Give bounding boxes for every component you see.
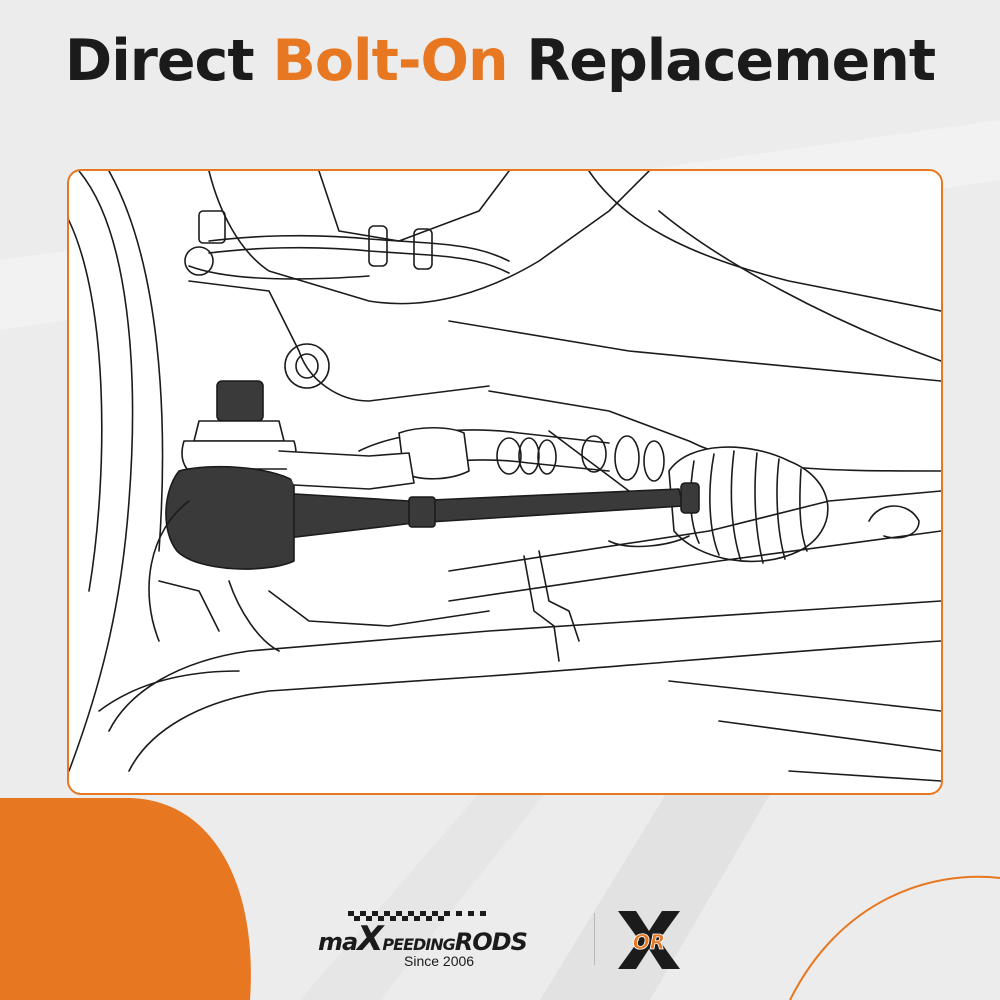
- orange-arc-line: [789, 875, 1000, 1000]
- wordmark-ma: ma: [318, 928, 358, 956]
- line-clip: [368, 225, 388, 267]
- checkered-flag-icon: [348, 911, 486, 921]
- bushing: [284, 343, 330, 389]
- tie-rod: [278, 482, 700, 540]
- headline: Direct Bolt-On Replacement: [0, 28, 1000, 94]
- wordmark-x: X: [357, 919, 383, 959]
- badge-letters: OR: [633, 930, 665, 954]
- brand-logo: maXPEEDINGRODS Since 2006 OR: [318, 905, 698, 975]
- logo-divider: [594, 913, 595, 965]
- jam-nut: [408, 496, 436, 528]
- or-badge-icon: OR: [618, 911, 680, 969]
- wordmark-peeding: PEEDING: [382, 935, 455, 954]
- orange-blob-shape: [0, 798, 251, 1000]
- brand-wordmark: maXPEEDINGRODS: [318, 919, 528, 959]
- headline-part-3: Replacement: [526, 28, 936, 94]
- tie-rod-illustration: [69, 171, 941, 782]
- control-arm: [108, 600, 941, 732]
- brand-since: Since 2006: [404, 953, 475, 969]
- tie-rod-end: [165, 380, 415, 570]
- wheel-hub-outline: [69, 171, 134, 772]
- wordmark-rods: RODS: [454, 928, 528, 956]
- illustration-panel: [67, 169, 943, 795]
- headline-part-1: Direct: [64, 28, 255, 94]
- line-clip: [413, 228, 433, 270]
- headline-accent: Bolt-On: [272, 28, 508, 94]
